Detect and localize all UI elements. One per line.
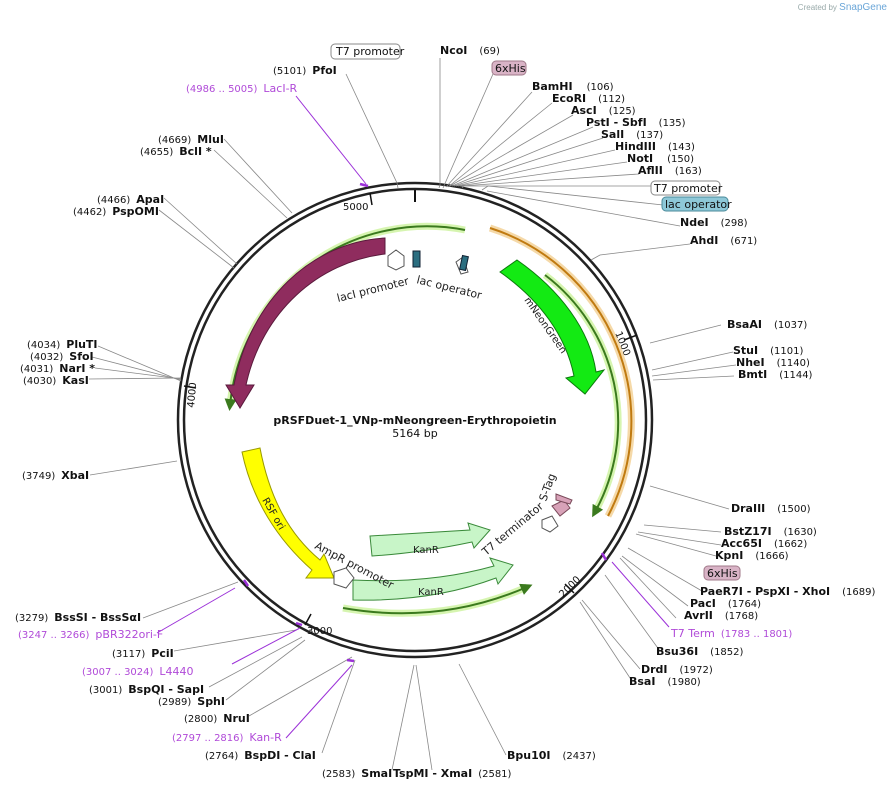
site-kpni[interactable]: KpnI(1666) bbox=[715, 549, 789, 562]
site-pcii[interactable]: (3117)PciI bbox=[112, 647, 174, 660]
site-paer7i-pspxi-xhoi[interactable]: PaeR7I - PspXI - XhoI(1689) bbox=[700, 585, 876, 598]
tick-mark-2000 bbox=[564, 583, 575, 594]
feature-t7-terminator[interactable]: T7 terminator bbox=[479, 499, 559, 559]
site-bamhi[interactable]: BamHI(106) bbox=[532, 80, 614, 93]
site-paci[interactable]: PacI(1764) bbox=[690, 597, 761, 610]
primer-laci-r[interactable]: (4986 .. 5005)LacI-R bbox=[186, 82, 298, 95]
site-nhei[interactable]: NheI(1140) bbox=[736, 356, 810, 369]
site-pspomi[interactable]: (4462)PspOMI bbox=[73, 205, 159, 218]
boxed-label-t7-promoter-top[interactable]: T7 promoter bbox=[330, 43, 405, 60]
feature-label: S-Tag bbox=[537, 472, 559, 503]
boxed-label-lac-operator[interactable]: lac operator bbox=[661, 196, 732, 212]
plasmid-name: pRSFDuet-1_VNp-mNeongreen-Erythropoietin bbox=[273, 414, 556, 427]
site-xbai[interactable]: (3749)XbaI bbox=[22, 469, 89, 482]
site-noti[interactable]: NotI(150) bbox=[627, 152, 694, 165]
site-bstz17i[interactable]: BstZ17I(1630) bbox=[724, 525, 817, 538]
site-avrii[interactable]: AvrII(1768) bbox=[684, 609, 758, 622]
feature-label: KanR bbox=[418, 587, 444, 598]
primer-lines bbox=[156, 95, 670, 739]
tick-label-2000: 2000 bbox=[557, 574, 583, 600]
site-ncoi[interactable]: NcoI(69) bbox=[440, 44, 500, 57]
site-nrui[interactable]: (2800)NruI bbox=[184, 712, 250, 725]
snapgene-credit: Created by SnapGene bbox=[798, 2, 887, 13]
site-bspdi-clai[interactable]: (2764)BspDI - ClaI bbox=[205, 749, 316, 762]
tick-label-4000: 4000 bbox=[186, 382, 199, 408]
site-hindiii[interactable]: HindIII(143) bbox=[615, 140, 695, 153]
site-ecori[interactable]: EcoRI(112) bbox=[552, 92, 625, 105]
boxed-label-text: T7 promoter bbox=[335, 45, 405, 58]
primer-kan-r[interactable]: (2797 .. 2816)Kan-R bbox=[172, 731, 282, 744]
site-kasi[interactable]: (4030)KasI bbox=[23, 374, 89, 387]
site-nari[interactable]: (4031)NarI * bbox=[20, 362, 95, 375]
site-bsaai[interactable]: BsaAI(1037) bbox=[727, 318, 807, 331]
site-bcli[interactable]: (4655)BclI * bbox=[140, 145, 212, 158]
feature-label: KanR bbox=[413, 545, 439, 556]
site-bsu36i[interactable]: Bsu36I(1852) bbox=[656, 645, 744, 658]
tick-mark-5000 bbox=[369, 192, 373, 206]
leader-lines bbox=[88, 58, 737, 771]
feature-label: lac operator bbox=[415, 273, 483, 302]
boxed-label-6xhis-top[interactable]: 6xHis bbox=[491, 60, 527, 76]
boxed-label-6xhis-right[interactable]: 6xHis bbox=[703, 565, 741, 581]
feature-label: lacI bbox=[289, 297, 311, 320]
site-stui[interactable]: StuI(1101) bbox=[733, 344, 803, 357]
site-mlui[interactable]: (4669)MluI bbox=[158, 133, 224, 146]
primer-l4440[interactable]: (3007 .. 3024)L4440 bbox=[82, 665, 194, 678]
tick-label-3000: 3000 bbox=[307, 626, 332, 637]
primer-pbr322ori-f[interactable]: (3247 .. 3266)pBR322ori-F bbox=[18, 628, 163, 641]
credit-prefix: Created by bbox=[797, 3, 837, 12]
site-sfoi[interactable]: (4032)SfoI bbox=[30, 350, 94, 363]
boxed-label-text: 6xHis bbox=[707, 567, 738, 580]
site-draiii[interactable]: DraIII(1500) bbox=[731, 502, 811, 515]
boxed-label-text: T7 promoter bbox=[653, 182, 723, 195]
site-bspqi-sapi[interactable]: (3001)BspQI - SapI bbox=[89, 683, 204, 696]
tick-mark-1000 bbox=[623, 334, 638, 341]
site-bsssi-bsssai[interactable]: (3279)BssSI - BssSαI bbox=[15, 611, 141, 624]
site-psti-sbfi[interactable]: PstI - SbfI(135) bbox=[586, 116, 686, 129]
tick-mark-4000 bbox=[183, 385, 197, 389]
site-bmti[interactable]: BmtI(1144) bbox=[738, 368, 813, 381]
feature-kanr-1[interactable]: KanR bbox=[369, 522, 491, 557]
boxed-label-t7-promoter-right[interactable]: T7 promoter bbox=[650, 180, 723, 196]
site-tspmi-xmai[interactable]: TspMI - XmaI(2581) bbox=[393, 767, 512, 780]
tick-mark-group bbox=[183, 190, 638, 626]
site-ndei[interactable]: NdeI(298) bbox=[680, 216, 748, 229]
tick-mark-3000 bbox=[304, 613, 312, 626]
site-drdi[interactable]: DrdI(1972) bbox=[641, 663, 713, 676]
site-asci[interactable]: AscI(125) bbox=[571, 104, 636, 117]
primer-t7-term[interactable]: T7 Term(1783 .. 1801) bbox=[670, 627, 792, 640]
feature-label: lacI promoter bbox=[336, 274, 411, 305]
site-ahdi[interactable]: AhdI(671) bbox=[690, 234, 757, 247]
site-bsai[interactable]: BsaI(1980) bbox=[629, 675, 701, 688]
tick-label-5000: 5000 bbox=[343, 202, 368, 213]
feature-rsf-ori[interactable]: RSF ori bbox=[241, 447, 335, 579]
site-sali[interactable]: SalI(137) bbox=[601, 128, 663, 141]
site-pluti[interactable]: (4034)PluTI bbox=[27, 338, 98, 351]
site-smai[interactable]: (2583)SmaI bbox=[322, 767, 392, 780]
plasmid-size: 5164 bp bbox=[392, 427, 437, 440]
site-aflii[interactable]: AflII(163) bbox=[638, 164, 702, 177]
feature-kanr-2[interactable]: KanR bbox=[352, 557, 514, 601]
feature-laci[interactable]: lacI bbox=[225, 237, 386, 409]
site-sphi[interactable]: (2989)SphI bbox=[158, 695, 225, 708]
site-apai[interactable]: (4466)ApaI bbox=[97, 193, 164, 206]
boxed-label-text: 6xHis bbox=[495, 62, 526, 75]
backbone bbox=[176, 181, 654, 659]
snapgene-logo: SnapGene bbox=[839, 2, 887, 13]
boxed-label-text: lac operator bbox=[665, 198, 732, 211]
feature-lac-operator[interactable]: lac operator bbox=[412, 250, 484, 302]
site-pfoi[interactable]: (5101)PfoI bbox=[273, 64, 337, 77]
site-bpu10i[interactable]: Bpu10I(2437) bbox=[507, 749, 596, 762]
site-acc65i[interactable]: Acc65I(1662) bbox=[721, 537, 807, 550]
